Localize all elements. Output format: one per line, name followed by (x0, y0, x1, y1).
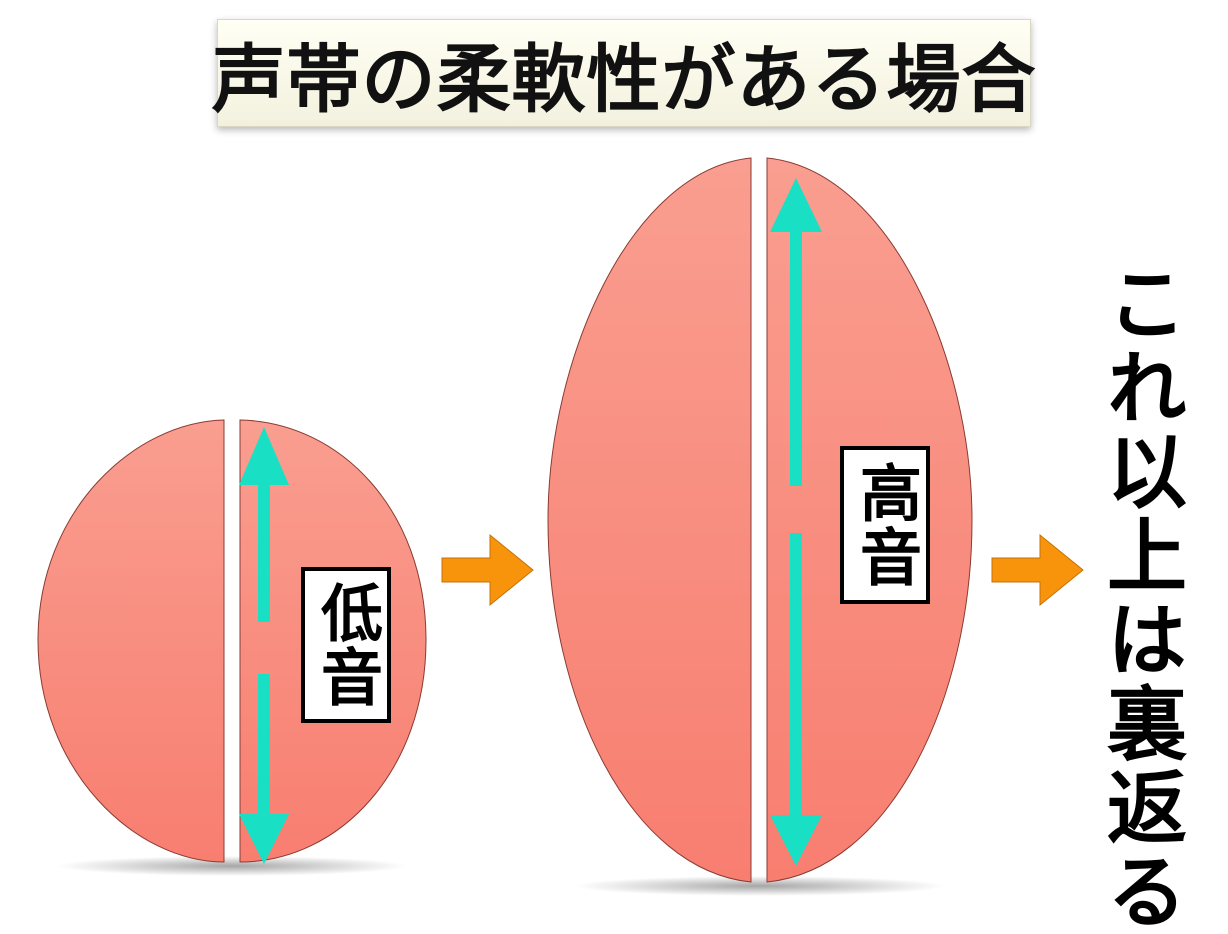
page-title: 声帯の柔軟性がある場合 (211, 36, 1037, 123)
high-left-fold (547, 157, 752, 883)
low-double-arrow-icon (239, 427, 289, 864)
low-pitch-label: 低音 (310, 581, 383, 709)
low-left-fold (37, 419, 225, 863)
title-box: 声帯の柔軟性がある場合 (212, 19, 1036, 127)
high-fold-shadow (575, 876, 945, 896)
high-pitch-label-box: 高音 (840, 446, 930, 604)
high-double-arrow-icon (770, 178, 822, 866)
low-fold-shadow (57, 856, 407, 876)
side-note-text: これ以上は裏返る (1094, 262, 1187, 934)
high-pitch-label: 高音 (849, 461, 922, 589)
right-arrow-icon-2 (991, 533, 1084, 607)
low-pitch-label-box: 低音 (301, 567, 391, 723)
side-note: これ以上は裏返る (1085, 262, 1195, 934)
right-arrow-icon-1 (441, 533, 534, 607)
